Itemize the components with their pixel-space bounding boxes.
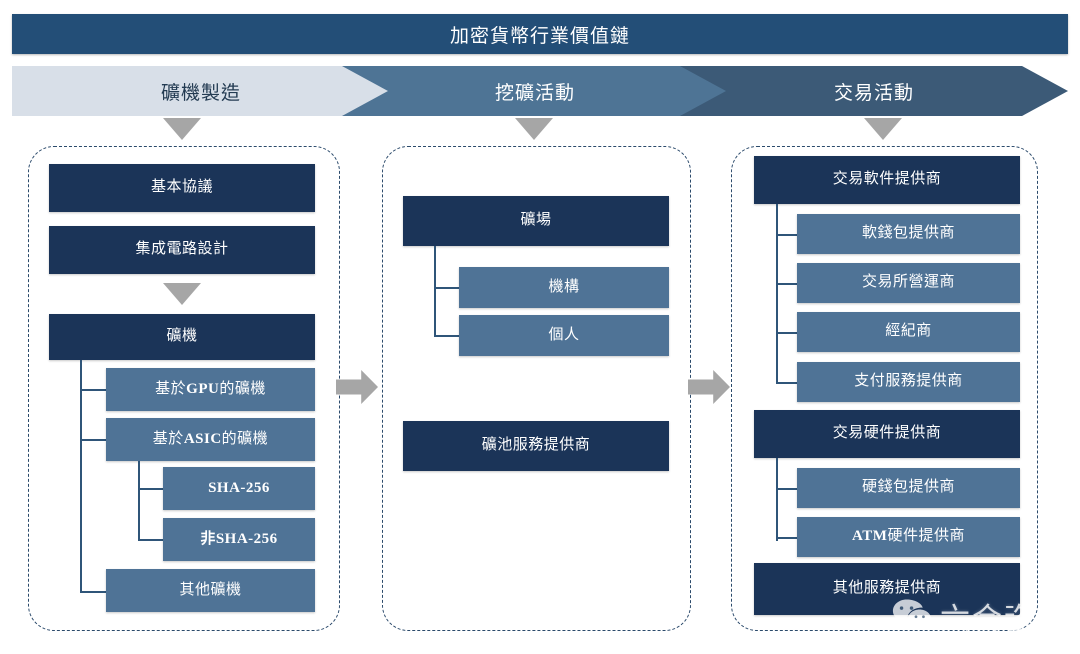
node-trading-software-provider[interactable]: 交易軟件提供商 <box>754 156 1020 204</box>
stage-chevron-trading-activity[interactable]: 交易活動 <box>680 66 1068 116</box>
connector-h-col1-nonsha256 <box>138 539 163 541</box>
node-label: ATM硬件提供商 <box>852 528 965 545</box>
node-other-service-provider[interactable]: 其他服務提供商 <box>754 563 1020 615</box>
node-broker[interactable]: 經紀商 <box>797 312 1020 352</box>
node-payment-service-provider[interactable]: 支付服務提供商 <box>797 362 1020 402</box>
down-arrow-icon-col2 <box>515 118 553 140</box>
connector-h-col3-payment <box>776 382 797 384</box>
stage-chevron-mining-machine-manufacturing[interactable]: 礦機製造 <box>12 66 390 116</box>
node-gpu-miner[interactable]: 基於GPU的礦機 <box>106 368 315 411</box>
connector-h-col2-individual <box>434 335 459 337</box>
connector-h-col1-other <box>80 591 106 593</box>
connector-h-col3-hard-wallet <box>776 488 797 490</box>
flow-arrow-icon-2to3 <box>688 370 730 404</box>
connector-v-col2 <box>434 246 436 336</box>
node-sha-256[interactable]: SHA-256 <box>163 467 315 510</box>
node-soft-wallet-provider[interactable]: 軟錢包提供商 <box>797 214 1020 254</box>
node-mining-farm[interactable]: 礦場 <box>403 196 669 246</box>
node-other-miners[interactable]: 其他礦機 <box>106 569 315 612</box>
node-exchange-operator[interactable]: 交易所營運商 <box>797 263 1020 303</box>
node-asic-miner[interactable]: 基於ASIC的礦機 <box>106 418 315 461</box>
connector-h-col2-institution <box>434 287 459 289</box>
node-basic-protocol[interactable]: 基本協議 <box>49 164 315 212</box>
connector-v-col3-hardware <box>776 458 778 541</box>
node-non-sha-256[interactable]: 非SHA-256 <box>163 518 315 561</box>
node-ic-design[interactable]: 集成電路設計 <box>49 226 315 274</box>
flow-arrow-icon-1to2 <box>336 370 378 404</box>
page-title: 加密貨幣行業價值鏈 <box>12 14 1068 54</box>
down-arrow-icon-col3 <box>864 118 902 140</box>
stage-chevron-mining-activity[interactable]: 挖礦活動 <box>342 66 728 116</box>
node-label: 基於ASIC的礦機 <box>152 430 269 447</box>
node-trading-hardware-provider[interactable]: 交易硬件提供商 <box>754 410 1020 458</box>
column-frame-trading-activity <box>731 146 1038 631</box>
connector-h-col1-asic <box>80 439 106 441</box>
node-individual[interactable]: 個人 <box>459 315 669 356</box>
connector-v-col3-software <box>776 204 778 384</box>
connector-h-col3-exchange-operator <box>776 283 797 285</box>
node-mining-pool-service-provider[interactable]: 礦池服務提供商 <box>403 421 669 471</box>
node-label: 基於GPU的礦機 <box>155 380 266 397</box>
connector-v-col1-l2 <box>80 360 82 593</box>
connector-v-col1-l3 <box>138 461 140 541</box>
connector-h-col3-soft-wallet <box>776 234 797 236</box>
down-arrow-icon-col1 <box>163 118 201 140</box>
connector-h-col1-gpu <box>80 389 106 391</box>
connector-h-col3-atm <box>776 537 797 539</box>
node-hard-wallet-provider[interactable]: 硬錢包提供商 <box>797 468 1020 508</box>
connector-h-col1-sha256 <box>138 488 163 490</box>
connector-h-col3-broker <box>776 332 797 334</box>
stage-chevron-bar: 礦機製造 挖礦活動 交易活動 <box>12 66 1068 116</box>
node-mining-machine[interactable]: 礦機 <box>49 314 315 360</box>
node-atm-hardware-provider[interactable]: ATM硬件提供商 <box>797 517 1020 557</box>
node-institution[interactable]: 機構 <box>459 267 669 308</box>
